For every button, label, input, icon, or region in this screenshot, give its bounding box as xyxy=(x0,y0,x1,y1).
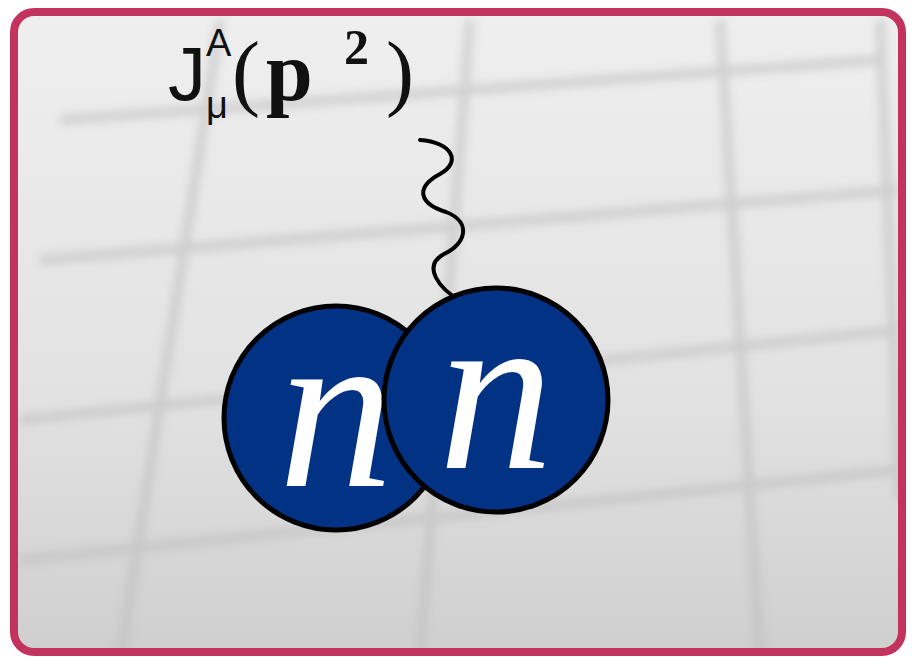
nucleon-symbol: n xyxy=(279,294,394,524)
nucleon-circle: n xyxy=(380,284,612,516)
nucleon-symbol: n xyxy=(439,276,554,506)
parenthesis: ( xyxy=(232,30,260,114)
parenthesis: ) xyxy=(386,30,414,114)
superscript-index: A xyxy=(206,24,231,62)
blurred-lattice xyxy=(20,20,900,652)
momentum-symbol: p xyxy=(266,30,313,114)
exponent: 2 xyxy=(344,22,369,72)
current-symbol: J xyxy=(168,36,206,112)
panel-ground xyxy=(14,12,902,652)
subscript-index: μ xyxy=(206,86,228,124)
frame-border xyxy=(14,12,902,652)
